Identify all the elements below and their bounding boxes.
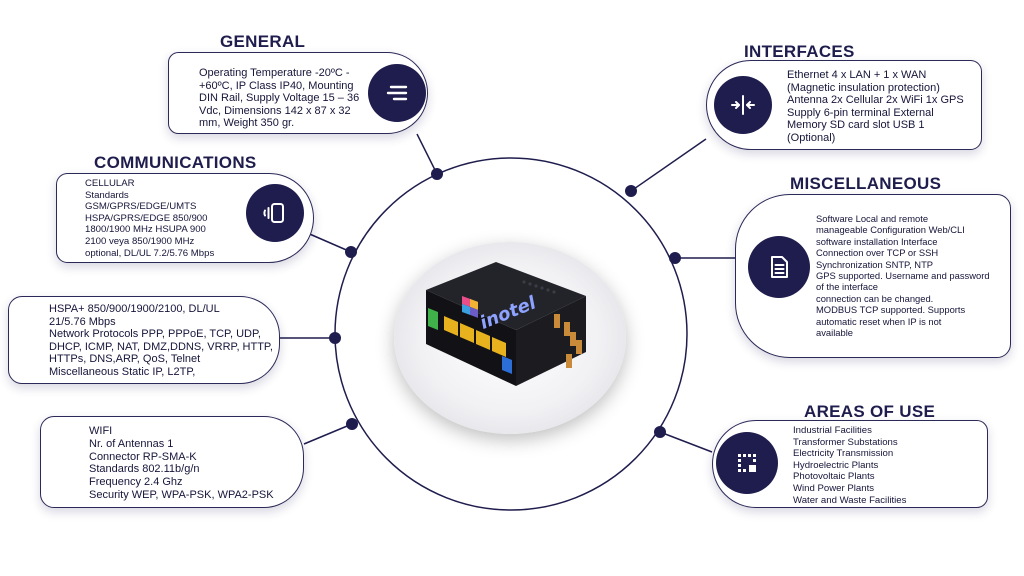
wifi-line: Frequency 2.4 Ghz bbox=[89, 476, 183, 489]
interfaces-line: Ethernet 4 x LAN + 1 x WAN bbox=[787, 69, 927, 81]
miscellaneous-line: GPS supported. Username and password bbox=[816, 270, 990, 282]
miscellaneous-line: automatic reset when IP is not bbox=[816, 315, 942, 327]
connector-line-areas bbox=[659, 431, 713, 453]
communications-line: 1800/1900 MHz HSUPA 900 bbox=[85, 224, 206, 236]
communications-text: CELLULAR Standards GSM/GPRS/EDGE/UMTS HS… bbox=[85, 178, 214, 259]
node-dot-wifi bbox=[346, 418, 358, 430]
connector-line-interfaces bbox=[630, 138, 707, 192]
miscellaneous-line: software installation Interface bbox=[816, 235, 938, 247]
miscellaneous-line: connection can be changed. bbox=[816, 292, 934, 304]
general-line: DIN Rail, Supply Voltage 15 – 36 bbox=[199, 92, 360, 105]
interfaces-line: Memory SD card slot USB 1 bbox=[787, 119, 925, 132]
areas-of-use-line: Transformer Substations bbox=[793, 436, 898, 448]
communications-line: CELLULAR bbox=[85, 178, 135, 189]
network-line: HTTPs, DNS,ARP, QoS, Telnet bbox=[49, 353, 201, 366]
miscellaneous-line: Software Local and remote bbox=[816, 213, 929, 224]
general-line: Operating Temperature -20ºC - bbox=[199, 67, 350, 79]
wifi-card: WIFI Nr. of Antennas 1 Connector RP-SMA-… bbox=[40, 416, 304, 508]
miscellaneous-line: Connection over TCP or SSH bbox=[816, 247, 939, 259]
areas-of-use-icon-badge bbox=[716, 432, 778, 494]
wifi-line: Nr. of Antennas 1 bbox=[89, 437, 174, 450]
connector-line-general bbox=[416, 133, 438, 175]
document-icon bbox=[771, 256, 788, 278]
router-device-image: inotel bbox=[426, 262, 586, 386]
arrows-inward-icon bbox=[731, 95, 755, 115]
dotted-frame-icon bbox=[738, 454, 756, 472]
miscellaneous-line: MODBUS TCP supported. Supports bbox=[816, 304, 966, 316]
wifi-line: Security WEP, WPA-PSK, WPA2-PSK bbox=[89, 488, 274, 501]
network-card: HSPA+ 850/900/1900/2100, DL/UL 21/5.76 M… bbox=[8, 296, 280, 384]
connector-line-wifi bbox=[303, 423, 353, 445]
areas-of-use-line: Photovoltaic Plants bbox=[793, 471, 875, 483]
wifi-line: Standards 802.11b/g/n bbox=[89, 463, 200, 476]
node-dot-areas bbox=[654, 426, 666, 438]
general-card: Operating Temperature -20ºC - +60ºC, IP … bbox=[168, 52, 428, 134]
network-text: HSPA+ 850/900/1900/2100, DL/UL 21/5.76 M… bbox=[49, 303, 273, 379]
network-line: DHCP, ICMP, NAT, DMZ,DDNS, VRRP, HTTP, bbox=[49, 340, 273, 353]
communications-line: optional, DL/UL 7.2/5.76 Mbps bbox=[85, 247, 215, 259]
miscellaneous-text: Software Local and remote manageable Con… bbox=[816, 213, 990, 338]
interfaces-text: Ethernet 4 x LAN + 1 x WAN (Magnetic ins… bbox=[787, 69, 964, 145]
miscellaneous-line: of the interface bbox=[816, 281, 879, 293]
miscellaneous-line: manageable Configuration Web/CLI bbox=[816, 224, 965, 236]
interfaces-line: Supply 6-pin terminal External bbox=[787, 106, 934, 119]
menu-lines-icon bbox=[386, 85, 408, 101]
general-text: Operating Temperature -20ºC - +60ºC, IP … bbox=[199, 67, 359, 130]
interfaces-line: Antenna 2x Cellular 2x WiFi 1x GPS bbox=[787, 94, 964, 107]
network-line: HSPA+ 850/900/1900/2100, DL/UL bbox=[49, 303, 220, 315]
areas-of-use-title: AREAS OF USE bbox=[804, 402, 936, 421]
general-line: Vdc, Dimensions 142 x 87 x 32 bbox=[199, 104, 351, 117]
device-signal-icon bbox=[263, 203, 284, 223]
node-dot-communications bbox=[345, 246, 357, 258]
interfaces-line: (Optional) bbox=[787, 131, 836, 144]
node-dot-network bbox=[329, 332, 341, 344]
node-dot-general bbox=[431, 168, 443, 180]
wifi-line: Connector RP-SMA-K bbox=[89, 450, 197, 463]
network-line: Miscellaneous Static IP, L2TP, bbox=[49, 365, 196, 378]
miscellaneous-line: Synchronization SNTP, NTP bbox=[816, 258, 934, 270]
connector-line-communications bbox=[304, 231, 352, 253]
wifi-line: WIFI bbox=[89, 425, 113, 437]
areas-of-use-line: Electricity Transmission bbox=[793, 448, 894, 460]
areas-of-use-line: Industrial Facilities bbox=[793, 425, 872, 436]
general-line: mm, Weight 350 gr. bbox=[199, 117, 295, 130]
communications-line: Standards bbox=[85, 189, 129, 201]
areas-of-use-line: Water and Waste Facilities bbox=[793, 494, 907, 506]
interfaces-line: (Magnetic insulation protection) bbox=[787, 81, 940, 94]
interfaces-icon-badge bbox=[714, 76, 772, 134]
areas-of-use-line: Wind Power Plants bbox=[793, 482, 875, 494]
general-line: +60ºC, IP Class IP40, Mounting bbox=[199, 79, 354, 92]
areas-of-use-text: Industrial Facilities Transformer Substa… bbox=[793, 425, 906, 506]
network-line: 21/5.76 Mbps bbox=[49, 315, 116, 328]
interfaces-title: INTERFACES bbox=[744, 42, 855, 61]
general-title: GENERAL bbox=[220, 32, 306, 51]
node-dot-miscellaneous bbox=[669, 252, 681, 264]
miscellaneous-icon-badge bbox=[748, 236, 810, 298]
miscellaneous-line: available bbox=[816, 327, 854, 339]
communications-line: GSM/GPRS/EDGE/UMTS bbox=[85, 201, 197, 213]
node-dot-interfaces bbox=[625, 185, 637, 197]
communications-icon-badge bbox=[246, 184, 304, 242]
general-icon-badge bbox=[368, 64, 426, 122]
communications-title: COMMUNICATIONS bbox=[94, 153, 257, 172]
miscellaneous-title: MISCELLANEOUS bbox=[790, 174, 942, 193]
communications-line: 2100 veya 850/1900 MHz bbox=[85, 235, 195, 247]
network-line: Network Protocols PPP, PPPoE, TCP, UDP, bbox=[49, 328, 261, 341]
wifi-text: WIFI Nr. of Antennas 1 Connector RP-SMA-… bbox=[89, 425, 274, 502]
areas-of-use-line: Hydroelectric Plants bbox=[793, 459, 879, 471]
communications-line: HSPA/GPRS/EDGE 850/900 bbox=[85, 212, 208, 224]
